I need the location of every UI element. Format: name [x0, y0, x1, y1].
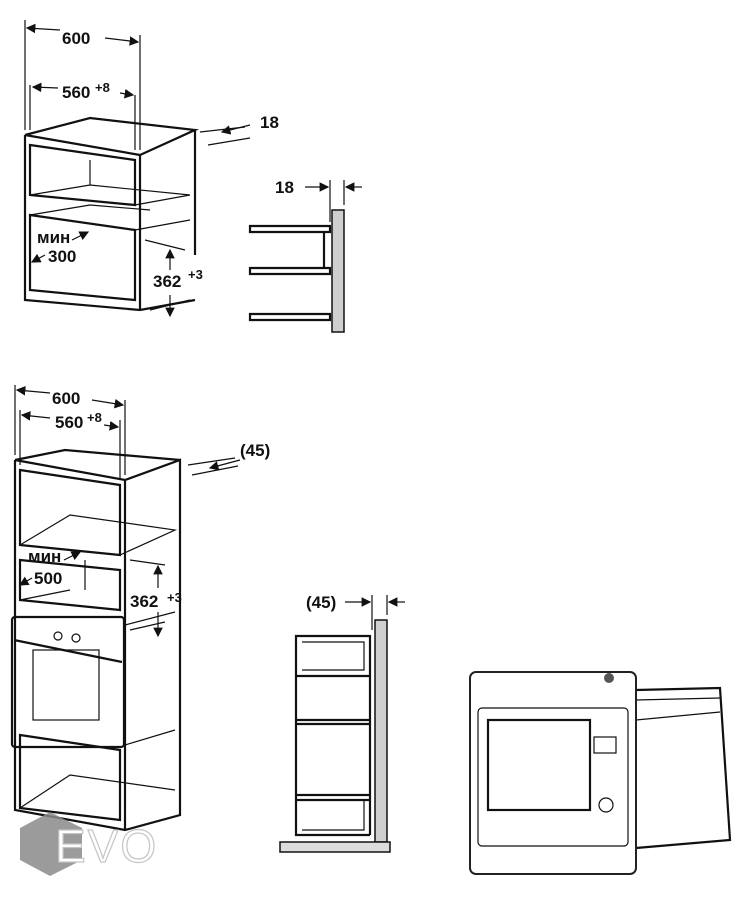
min-label-1: мин [37, 228, 70, 247]
built-in-microwave [469, 671, 732, 875]
dim-45-top: (45) [240, 441, 270, 460]
dim-362-2: 362 [130, 592, 158, 611]
dim-362-tolerance: +3 [188, 267, 203, 282]
dim-45-side: (45) [306, 593, 336, 612]
shelf-section-1: 18 [248, 178, 362, 333]
cabinet-diagram-2: 600 560 +8 (45) мин 500 362 +3 [10, 385, 270, 832]
min-label-2: мин [28, 547, 61, 566]
dim-362: 362 [153, 272, 181, 291]
dim-300: 300 [48, 247, 76, 266]
dim-362-tolerance-2: +3 [167, 590, 182, 605]
cabinet-diagram-1: 600 560 +8 18 мин 300 362 +3 [23, 20, 279, 318]
dim-560-tolerance: +8 [95, 80, 110, 95]
shelf-section-2: (45) [279, 593, 405, 853]
dim-18-shelf: 18 [275, 178, 294, 197]
evo-watermark-logo: EVO [20, 812, 158, 876]
dim-600-2: 600 [52, 389, 80, 408]
dim-560-tolerance-2: +8 [87, 410, 102, 425]
dim-560: 560 [62, 83, 90, 102]
dim-600: 600 [62, 29, 90, 48]
dim-500: 500 [34, 569, 62, 588]
dim-18-side: 18 [260, 113, 279, 132]
dim-560-2: 560 [55, 413, 83, 432]
watermark-text: EVO [55, 820, 158, 872]
